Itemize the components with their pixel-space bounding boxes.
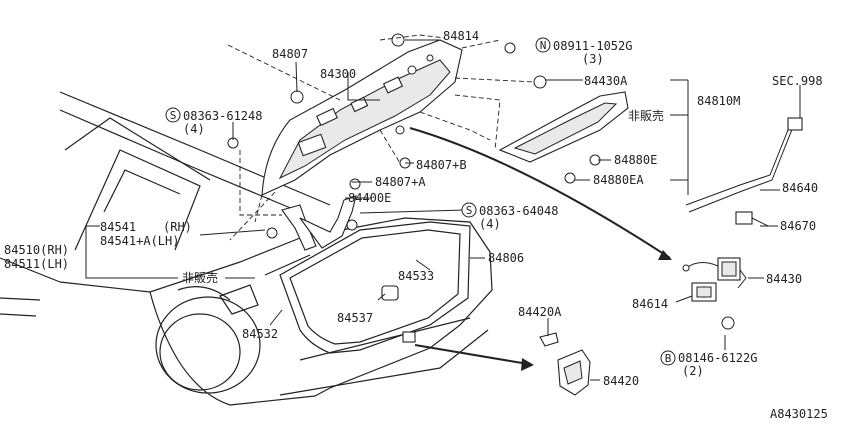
label-84807B: 84807+B bbox=[416, 158, 467, 172]
label-84541A-lh: 84541+A(LH) bbox=[100, 234, 179, 248]
label-84532: 84532 bbox=[242, 327, 278, 341]
label-84807: 84807 bbox=[272, 47, 308, 61]
trunk-latch-84420 bbox=[539, 332, 591, 396]
label-rh: (RH) bbox=[163, 220, 192, 234]
marker-s-2: S bbox=[461, 202, 477, 218]
label-84670: 84670 bbox=[780, 219, 816, 233]
label-84533: 84533 bbox=[398, 269, 434, 283]
trunk-lock-84614 bbox=[691, 282, 735, 330]
opener-cable-84640 bbox=[685, 117, 803, 227]
trunk-weatherstrip-84806 bbox=[279, 221, 471, 354]
label-08363-64048-qty: (4) bbox=[479, 217, 501, 231]
figure-id: A8430125 bbox=[770, 407, 828, 421]
label-08911-1052G: 08911-1052G bbox=[553, 39, 632, 53]
assembly-guide-lines bbox=[227, 34, 536, 241]
marker-n: N bbox=[535, 37, 551, 53]
svg-text:S: S bbox=[170, 109, 177, 122]
label-not-for-sale-1: 非販売 bbox=[628, 108, 664, 123]
label-not-for-sale-2: 非販売 bbox=[182, 270, 218, 285]
marker-s-1: S bbox=[165, 107, 181, 123]
label-08363-61248-qty: (4) bbox=[183, 122, 205, 136]
svg-text:B: B bbox=[665, 352, 672, 365]
label-84640: 84640 bbox=[782, 181, 818, 195]
label-84810M: 84810M bbox=[697, 94, 740, 108]
label-84614: 84614 bbox=[632, 297, 668, 311]
label-84541: 84541 bbox=[100, 220, 136, 234]
svg-text:N: N bbox=[540, 39, 547, 52]
label-84880EA: 84880EA bbox=[593, 173, 644, 187]
label-84880E: 84880E bbox=[614, 153, 657, 167]
label-84537: 84537 bbox=[337, 311, 373, 325]
label-08146-6122G: 08146-6122G bbox=[678, 351, 757, 365]
label-08911-qty: (3) bbox=[582, 52, 604, 66]
label-84511-lh: 84511(LH) bbox=[4, 257, 69, 271]
label-84420A: 84420A bbox=[518, 305, 562, 319]
trunk-actuator-84430 bbox=[682, 257, 747, 289]
trunk-hinge-84400E bbox=[281, 178, 361, 251]
leader-lines bbox=[85, 39, 801, 381]
label-84430: 84430 bbox=[766, 272, 802, 286]
label-84806: 84806 bbox=[488, 251, 524, 265]
label-84807A: 84807+A bbox=[375, 175, 426, 189]
fasteners bbox=[227, 33, 601, 343]
label-84510-rh: 84510(RH) bbox=[4, 243, 69, 257]
label-84420: 84420 bbox=[603, 374, 639, 388]
trunk-lid-84300 bbox=[261, 39, 463, 196]
label-08363-61248: 08363-61248 bbox=[183, 109, 262, 123]
label-84300: 84300 bbox=[320, 67, 356, 81]
label-84430A: 84430A bbox=[584, 74, 628, 88]
trunk-finisher-84810M bbox=[498, 91, 629, 163]
label-84400E: 84400E bbox=[348, 191, 391, 205]
label-sec-998: SEC.998 bbox=[772, 74, 823, 88]
label-08146-qty: (2) bbox=[682, 364, 704, 378]
marker-b: B bbox=[660, 350, 676, 366]
car-body-outline bbox=[0, 91, 493, 406]
label-08363-64048: 08363-64048 bbox=[479, 204, 558, 218]
reference-arrows bbox=[409, 127, 672, 371]
label-84814: 84814 bbox=[443, 29, 479, 43]
svg-text:S: S bbox=[466, 204, 473, 217]
